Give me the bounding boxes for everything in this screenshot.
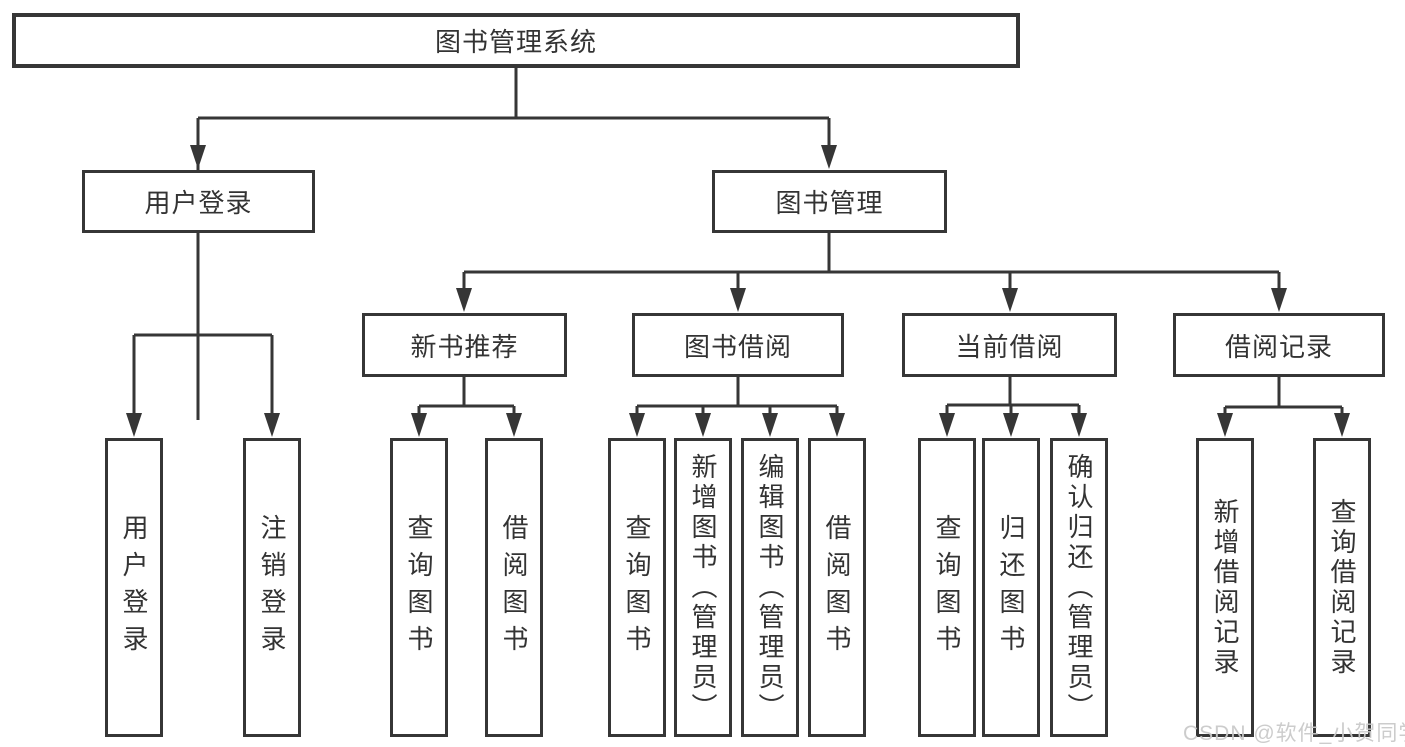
leaf-label: 查询图书 — [404, 513, 434, 662]
node-user-login: 用户登录 — [82, 170, 315, 233]
leaf-user-login: 用户登录 — [105, 438, 163, 737]
arrow-down-icon — [762, 413, 778, 437]
arrow-down-icon — [506, 413, 522, 437]
node-borrowing-records: 借阅记录 — [1173, 313, 1385, 377]
leaf-label: 新增借阅记录 — [1210, 497, 1240, 678]
arrow-down-icon — [821, 145, 837, 169]
arrow-down-icon — [1271, 288, 1287, 312]
csdn-watermark: CSDN @软件_小贺同学 — [1183, 722, 1405, 745]
leaf-label: 编辑图书（管理员） — [755, 452, 785, 723]
arrow-down-icon — [1217, 413, 1233, 437]
leaf-label: 新增图书（管理员） — [688, 452, 718, 723]
arrow-down-icon — [190, 145, 206, 169]
node-book-borrowing: 图书借阅 — [632, 313, 844, 377]
leaf-bb-edit-books-admin: 编辑图书（管理员） — [741, 438, 799, 737]
leaf-label: 注销登录 — [257, 513, 287, 662]
arrow-down-icon — [1334, 413, 1350, 437]
arrowheads — [126, 145, 1350, 437]
arrow-down-icon — [1002, 288, 1018, 312]
node-label: 当前借阅 — [955, 331, 1064, 362]
arrow-down-icon — [1071, 413, 1087, 437]
node-book-management: 图书管理 — [712, 170, 947, 233]
node-current-borrowing: 当前借阅 — [902, 313, 1117, 377]
leaf-label: 借阅图书 — [499, 513, 529, 662]
node-label: 图书借阅 — [683, 331, 792, 362]
leaf-bb-borrow-books: 借阅图书 — [808, 438, 866, 737]
node-label: 用户登录 — [144, 188, 253, 218]
node-new-book-recommend: 新书推荐 — [362, 313, 567, 377]
node-root-library-system: 图书管理系统 — [12, 13, 1020, 68]
arrow-down-icon — [829, 413, 845, 437]
leaf-bb-query-books: 查询图书 — [608, 438, 666, 737]
arrow-down-icon — [264, 413, 280, 437]
leaf-label: 查询图书 — [622, 513, 652, 662]
arrow-down-icon — [456, 288, 472, 312]
node-label: 新书推荐 — [410, 331, 519, 362]
leaf-label: 查询图书 — [932, 513, 962, 662]
leaf-cb-query-books: 查询图书 — [918, 438, 976, 737]
leaf-nb-borrow-books: 借阅图书 — [485, 438, 543, 737]
leaf-label: 确认归还（管理员） — [1064, 452, 1094, 723]
leaf-bb-add-books-admin: 新增图书（管理员） — [674, 438, 732, 737]
leaf-logout: 注销登录 — [243, 438, 301, 737]
arrow-down-icon — [939, 413, 955, 437]
node-label: 图书管理系统 — [434, 27, 597, 57]
arrow-down-icon — [1003, 413, 1019, 437]
leaf-br-query-record: 查询借阅记录 — [1313, 438, 1371, 737]
leaf-nb-query-books: 查询图书 — [390, 438, 448, 737]
node-label: 图书管理 — [775, 188, 884, 218]
leaf-label: 归还图书 — [996, 513, 1026, 662]
leaf-cb-return-books: 归还图书 — [982, 438, 1040, 737]
leaf-label: 查询借阅记录 — [1327, 497, 1357, 678]
arrow-down-icon — [629, 413, 645, 437]
leaf-br-add-record: 新增借阅记录 — [1196, 438, 1254, 737]
node-label: 借阅记录 — [1224, 331, 1333, 362]
arrow-down-icon — [411, 413, 427, 437]
leaf-cb-confirm-return-admin: 确认归还（管理员） — [1050, 438, 1108, 737]
arrow-down-icon — [730, 288, 746, 312]
leaf-label: 借阅图书 — [822, 513, 852, 662]
leaf-label: 用户登录 — [119, 513, 149, 662]
arrow-down-icon — [126, 413, 142, 437]
arrow-down-icon — [695, 413, 711, 437]
